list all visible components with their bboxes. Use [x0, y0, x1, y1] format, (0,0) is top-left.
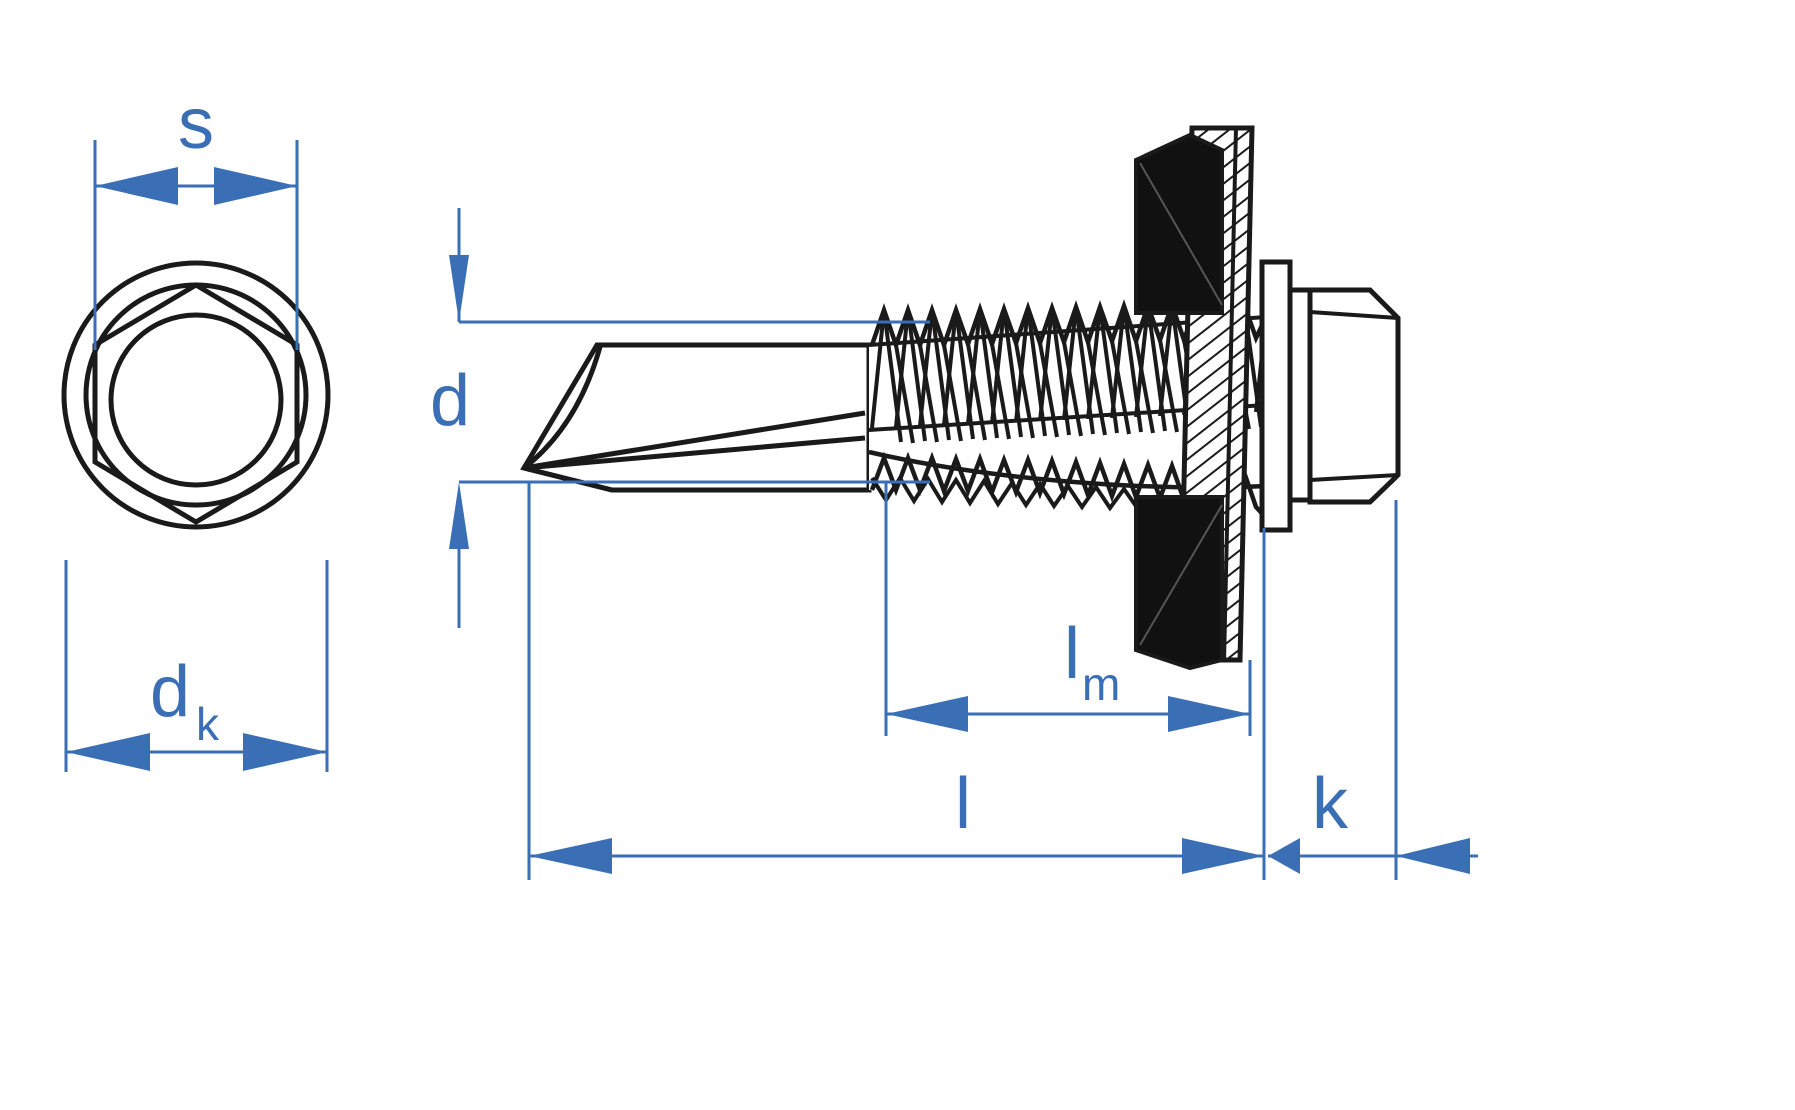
dk-arrowhead-right: [243, 733, 327, 771]
sealing-washer: [1134, 125, 1255, 671]
washer-rubber-highlight-upper: [1139, 162, 1223, 306]
washer-outer-circle: [61, 260, 331, 530]
front-view: s d k: [61, 84, 331, 772]
dimension-label-lm-subscript: m: [1082, 658, 1120, 710]
d-arrowhead-bottom: [449, 482, 469, 549]
dimension-label-d: d: [430, 361, 470, 441]
head-flange-collar: [1259, 259, 1293, 533]
dimension-lm: l m: [884, 482, 1252, 736]
thread-back-zigzag-lower: [870, 474, 1140, 512]
drill-point-lower-edge: [523, 465, 613, 493]
l-arrowhead-left: [529, 838, 612, 874]
head-chamfer-line-top: [1309, 310, 1399, 320]
drill-point-cutting-edge-upper: [523, 410, 866, 471]
side-view: d l m l k: [430, 125, 1478, 880]
washer-edge-line: [1222, 127, 1238, 663]
k-arrowhead-left: [1268, 838, 1300, 874]
dimension-label-k: k: [1312, 764, 1349, 844]
drill-point-cutting-edge-lower: [523, 435, 866, 471]
dimension-label-lm: l: [1064, 614, 1080, 694]
dimension-dk: d k: [64, 560, 329, 772]
head-chamfer-line-bottom: [1309, 473, 1399, 482]
washer-rubber-highlight-lower: [1139, 504, 1223, 646]
dimension-l: l: [527, 482, 1266, 880]
s-arrowhead-left: [95, 167, 178, 205]
s-arrowhead-right: [214, 167, 297, 205]
hex-head: [1259, 259, 1401, 533]
dk-arrowhead-left: [66, 733, 150, 771]
head-body-hex: [1307, 287, 1401, 505]
l-arrowhead-right: [1182, 838, 1264, 874]
lm-arrowhead-right: [1168, 696, 1250, 732]
dimension-s: s: [93, 84, 299, 350]
dimension-label-s: s: [178, 84, 214, 164]
head-body-left: [1287, 287, 1313, 503]
d-arrowhead-top: [449, 255, 469, 322]
drill-point-flute-curve: [522, 346, 603, 470]
dimension-label-dk-subscript: k: [196, 698, 220, 750]
dimension-label-dk: d: [150, 652, 190, 732]
washer-rubber-seal-upper: [1134, 132, 1224, 315]
washer-rubber-seal-lower: [1134, 495, 1224, 671]
dimension-d: d: [430, 208, 930, 628]
dimension-label-l: l: [955, 764, 971, 844]
dimension-k: k: [1268, 500, 1478, 880]
hex-inscribed-circle: [108, 312, 284, 488]
lm-arrowhead-left: [886, 696, 968, 732]
